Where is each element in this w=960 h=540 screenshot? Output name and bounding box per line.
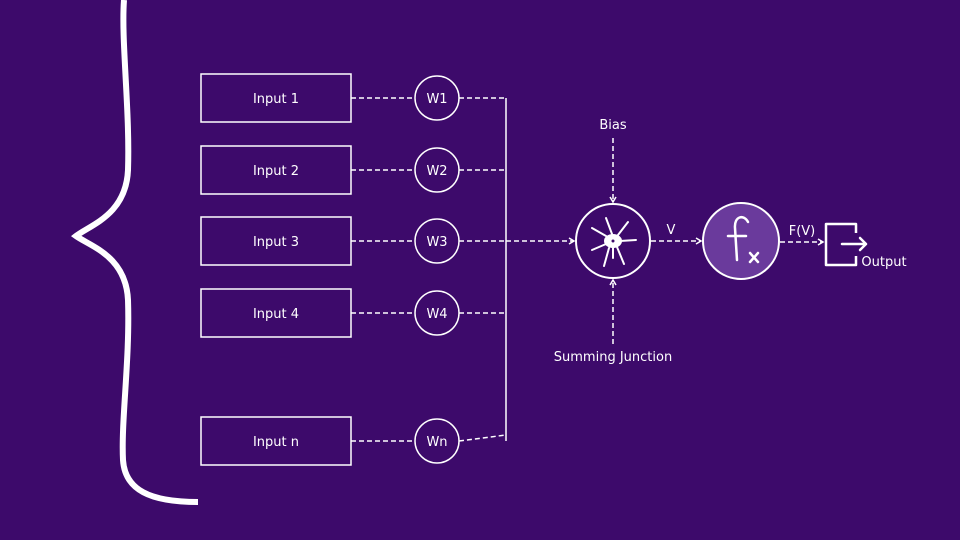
function-icon [726, 215, 750, 262]
weight-label: Wn [426, 435, 447, 450]
weight-label: W4 [426, 307, 447, 322]
input-label: Input 2 [253, 164, 299, 179]
summing-junction [575, 203, 651, 279]
input-row: Input 1 W1 [200, 73, 506, 123]
fv-label: F(V) [789, 224, 816, 239]
input-row: Input n Wn [200, 416, 507, 466]
curly-brace [70, 0, 199, 505]
input-row: Input 2 W2 [200, 145, 506, 195]
input-label: Input 1 [253, 92, 299, 107]
weight-label: W2 [426, 164, 447, 179]
input-row: Input 4 W4 [200, 288, 506, 338]
output-label: Output [861, 255, 906, 270]
weight-label: W3 [426, 235, 447, 250]
input-label: Input 3 [253, 235, 299, 250]
v-label: V [667, 223, 676, 238]
input-label: Input n [253, 435, 299, 450]
weight-label: W1 [426, 92, 447, 107]
neuron-icon [591, 217, 637, 267]
input-label: Input 4 [253, 307, 299, 322]
summing-junction-label: Summing Junction [554, 350, 672, 365]
output-icon [824, 222, 868, 267]
activation-function [702, 202, 780, 280]
input-row: Input 3 W3 [200, 216, 506, 266]
bias-label: Bias [599, 118, 626, 133]
